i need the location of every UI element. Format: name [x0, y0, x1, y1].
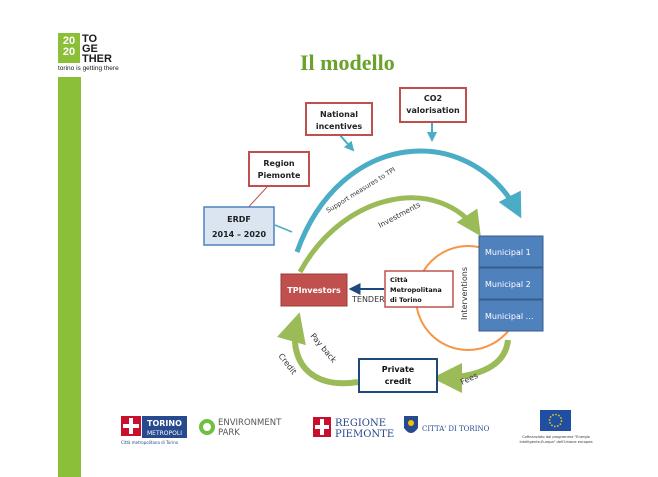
logo-tagline: torino is getting there: [58, 65, 119, 72]
municipal-2-label: Municipal 2: [485, 280, 531, 289]
logo-word-3: THER: [82, 53, 112, 65]
eu-cofinancing-logo: Cofinanziato dal programma "Energia Inte…: [519, 410, 593, 444]
torino-logo-line2: METROPOLI: [147, 430, 182, 437]
logo-number-bottom: 20: [62, 46, 76, 58]
credit-arc: [276, 312, 359, 387]
citta-label-line2: Metropolitana: [390, 286, 442, 294]
municipal-n-label: Municipal …: [485, 312, 534, 321]
regione-logo-line2: PIEMONTE: [335, 429, 394, 440]
citta-metropolitana-box: Città Metropolitana di Torino: [384, 270, 454, 308]
support-measures-arc: [294, 148, 522, 253]
envpark-logo-line1: ENVIRONMENT: [218, 418, 282, 428]
regione-piemonte-logo: REGIONE PIEMONTE: [313, 417, 394, 440]
envpark-logo-line2: PARK: [218, 428, 240, 438]
erdf-label-line2: 2014 – 2020: [212, 230, 267, 239]
national-label-line2: incentives: [316, 122, 363, 131]
eu-caption-line2: Intelligente-Europa" dell'Unione europea: [519, 440, 592, 444]
national-label-line1: National: [320, 110, 358, 119]
co2-valorisation-box: CO2 valorisation: [399, 87, 467, 123]
page-title: Il modello: [300, 50, 395, 75]
co2-label-line1: CO2: [424, 94, 442, 103]
tpinvestors-box: TPInvestors: [280, 273, 348, 307]
citta-torino-logo-label: CITTA' DI TORINO: [422, 425, 490, 433]
region-label-line2: Piemonte: [258, 171, 301, 180]
investments-label: Investments: [377, 200, 422, 230]
region-piemonte-box: Region Piemonte: [248, 151, 310, 187]
torino-metropoli-logo: TORINO METROPOLI Città metropolitana di …: [121, 416, 187, 445]
side-accent-bar: [58, 77, 81, 477]
investments-arc: [297, 195, 481, 274]
region-label-line1: Region: [263, 159, 295, 168]
municipal-n-box: Municipal …: [478, 299, 544, 332]
logo-square: 20 20: [58, 33, 80, 63]
payback-label: Pay back: [308, 332, 338, 365]
private-label-line1: Private: [382, 365, 415, 374]
citta-label-line3: di Torino: [390, 296, 422, 304]
torino-2020-together-logo: 20 20 TO GE THER torino is getting there: [58, 33, 134, 73]
fees-arc: [432, 339, 511, 393]
erdf-to-arc-line: [274, 224, 293, 233]
logo-word-2: GE: [82, 43, 98, 55]
co2-label-line2: valorisation: [406, 106, 460, 115]
regione-logo-line1: REGIONE: [335, 418, 386, 429]
torino-logo-line1: TORINO: [147, 419, 182, 428]
private-label-line2: credit: [385, 377, 412, 386]
national-incentives-box: National incentives: [305, 102, 373, 136]
logo-number-top: 20: [62, 35, 76, 47]
citta-di-torino-logo: CITTA' DI TORINO: [404, 416, 490, 433]
municipal-1-label: Municipal 1: [485, 248, 531, 257]
municipal-2-box: Municipal 2: [478, 267, 544, 300]
private-credit-box: Private credit: [358, 358, 438, 393]
erdf-label-line1: ERDF: [227, 215, 251, 224]
interventions-label: Interventions: [460, 267, 469, 320]
logo-word: TO GE THER: [82, 33, 112, 65]
municipal-1-box: Municipal 1: [478, 235, 544, 268]
tender-label: TENDER: [351, 295, 385, 304]
eu-caption-line1: Cofinanziato dal programma "Energia: [522, 435, 590, 439]
tpinvestors-label: TPInvestors: [287, 286, 341, 295]
citta-label-line1: Città: [390, 276, 408, 284]
logo-word-1: TO: [82, 33, 98, 45]
environment-park-logo: ENVIRONMENT PARK: [199, 418, 282, 438]
torino-logo-line3: Città metropolitana di Torino: [121, 440, 179, 445]
national-arrow: [338, 133, 355, 152]
footer-logos: TORINO METROPOLI Città metropolitana di …: [121, 410, 593, 445]
erdf-box: ERDF 2014 – 2020: [203, 206, 275, 246]
